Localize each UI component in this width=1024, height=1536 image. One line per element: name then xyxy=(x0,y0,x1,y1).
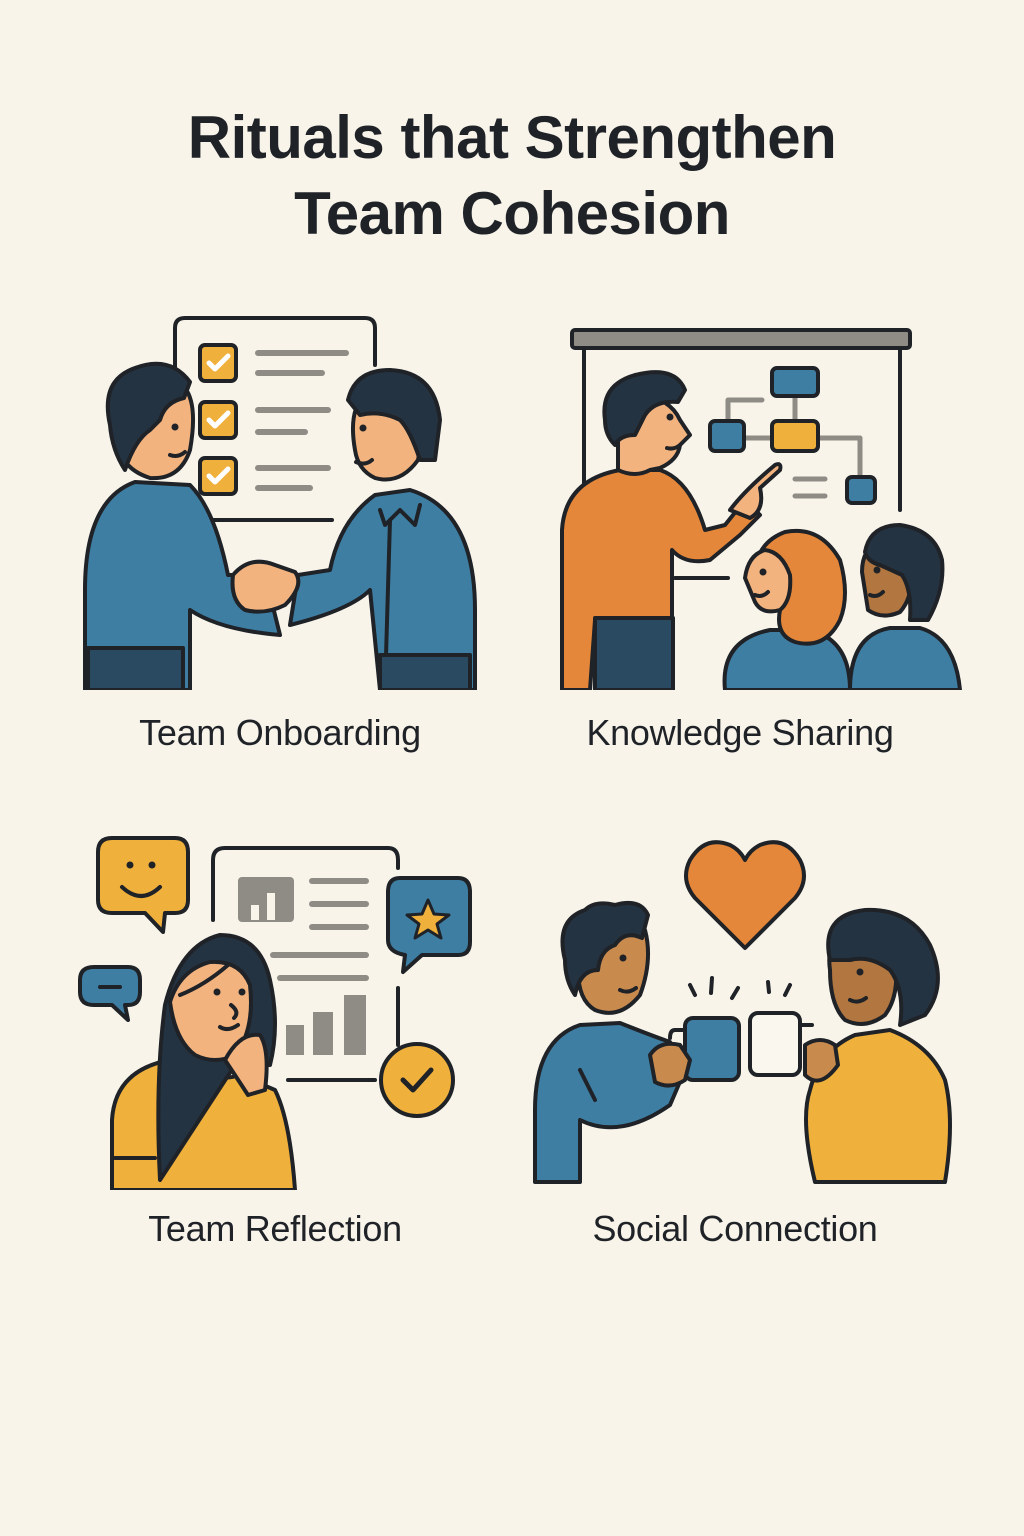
coffee-mug-icon xyxy=(668,1016,741,1082)
title-line-2: Team Cohesion xyxy=(294,180,730,247)
panel-knowledge-sharing xyxy=(550,320,970,690)
caption-knowledge-sharing: Knowledge Sharing xyxy=(586,712,894,753)
caption-social-connection: Social Connection xyxy=(592,1208,878,1249)
handshake-icon xyxy=(230,559,301,614)
presentation-illustration xyxy=(560,328,962,690)
panel-social-connection xyxy=(520,820,970,1190)
page-title: Rituals that Strengthen Team Cohesion xyxy=(0,100,1024,252)
caption-team-onboarding: Team Onboarding xyxy=(139,712,421,753)
check-circle-icon xyxy=(379,1042,455,1118)
smiley-speech-bubble-icon xyxy=(96,836,190,934)
whiteboard-icon xyxy=(570,328,912,580)
report-chart-icon xyxy=(211,846,400,1082)
checkbox-checked-icon xyxy=(198,343,238,496)
pointing-hand-icon xyxy=(728,462,783,520)
checklist-icon xyxy=(173,316,377,522)
caption-team-reflection: Team Reflection xyxy=(148,1208,402,1249)
panel-team-reflection xyxy=(70,820,490,1190)
handshake-illustration xyxy=(83,316,477,690)
heart-icon xyxy=(684,840,806,950)
title-line-1: Rituals that Strengthen xyxy=(187,104,837,171)
flowchart-icon xyxy=(708,366,877,505)
coffee-toast-illustration xyxy=(533,840,952,1184)
clink-sparks-icon xyxy=(688,976,792,1000)
panel-team-onboarding xyxy=(80,310,480,690)
reflection-illustration xyxy=(78,836,472,1190)
neutral-speech-bubble-icon xyxy=(78,965,142,1022)
star-speech-bubble-icon xyxy=(386,876,472,974)
